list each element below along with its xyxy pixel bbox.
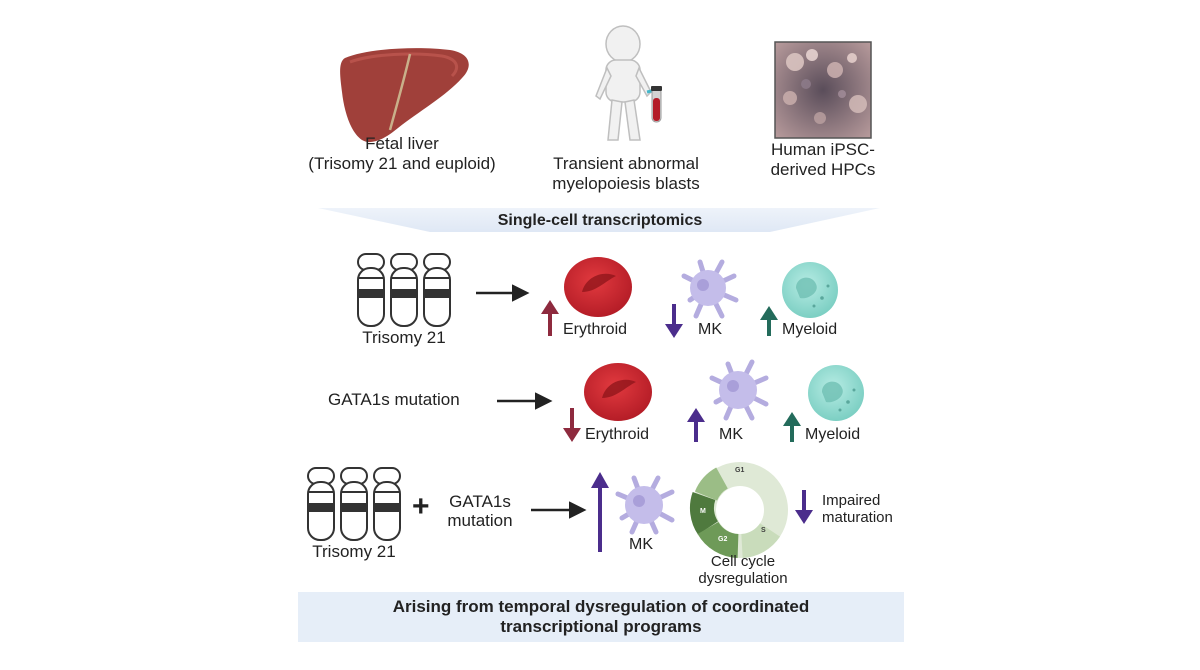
method-banner-label: Single-cell transcriptomics <box>497 212 703 229</box>
infant-icon <box>595 25 662 141</box>
funnel-banner <box>318 208 880 232</box>
rbc-icon-row2 <box>584 363 652 421</box>
megakaryocyte-icon-row2 <box>709 359 769 421</box>
conclusion-banner <box>298 592 904 642</box>
liver-icon <box>340 48 469 143</box>
cell-cycle-label: Cell cycle dysregulation <box>698 553 788 587</box>
impaired-maturation-label: Impaired maturation <box>822 492 893 526</box>
row1-myeloid-label: Myeloid <box>782 321 838 338</box>
row2-condition-label: GATA1s mutation <box>328 390 460 409</box>
row1-mk-label: MK <box>698 321 722 338</box>
megakaryocyte-icon-row3 <box>615 475 675 535</box>
phase-g2-label: G2 <box>718 536 728 543</box>
ipsc-hpc-label: Human iPSC- derived HPCs <box>770 140 876 179</box>
row1-erythroid-label: Erythroid <box>563 321 628 338</box>
ipsc-micrograph <box>774 41 872 139</box>
row3-condition-label: Trisomy 21 <box>312 542 396 561</box>
row2-myeloid-label: Myeloid <box>805 426 861 443</box>
chromosome-trisomy-icon-row3 <box>307 467 401 541</box>
phase-s-label: S <box>761 527 766 534</box>
row2-mk-label: MK <box>719 426 743 443</box>
chromosome-trisomy-icon <box>357 253 451 327</box>
fetal-liver-label: Fetal liver (Trisomy 21 and euploid) <box>308 134 496 173</box>
conclusion-label: Arising from temporal dysregulation of c… <box>392 597 810 636</box>
row1-condition-label: Trisomy 21 <box>362 328 446 347</box>
row3-mutation-label: GATA1s mutation <box>447 492 513 530</box>
tam-blasts-label: Transient abnormal myelopoiesis blasts <box>552 154 700 193</box>
row3-mk-label: MK <box>629 536 653 553</box>
phase-m-label: M <box>700 508 706 515</box>
cell-cycle-ring <box>689 462 788 558</box>
phase-g1-label: G1 <box>735 467 745 474</box>
megakaryocyte-icon-row1 <box>681 259 739 319</box>
plus-sign: + <box>412 490 430 523</box>
myeloid-cell-icon-row2 <box>808 365 864 421</box>
row2-erythroid-label: Erythroid <box>585 426 650 443</box>
myeloid-cell-icon-row1 <box>782 262 838 318</box>
rbc-icon-row1 <box>564 257 632 317</box>
